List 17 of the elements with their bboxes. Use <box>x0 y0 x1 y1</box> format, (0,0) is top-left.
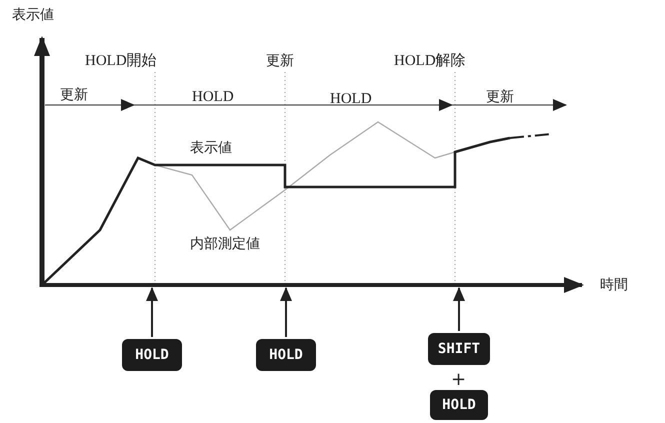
event-label: HOLD開始 <box>85 54 157 69</box>
axes-drawing <box>34 36 584 293</box>
line-label: 内部測定値 <box>190 237 260 251</box>
key-button: SHIFT <box>428 333 490 365</box>
key-button: HOLD <box>430 390 488 420</box>
plus-sign: + <box>451 371 466 389</box>
key-button: HOLD <box>256 339 316 371</box>
state-label: HOLD <box>192 90 234 105</box>
state-label: 更新 <box>486 90 514 104</box>
axis-label: 時間 <box>600 278 628 292</box>
key-button: HOLD <box>122 339 182 371</box>
line-label: 表示値 <box>190 141 232 155</box>
axis-label: 表示値 <box>12 8 54 22</box>
state-label: HOLD <box>330 92 372 107</box>
event-label: 更新 <box>266 54 294 68</box>
state-label: 更新 <box>60 88 88 102</box>
event-label: HOLD解除 <box>394 54 466 69</box>
